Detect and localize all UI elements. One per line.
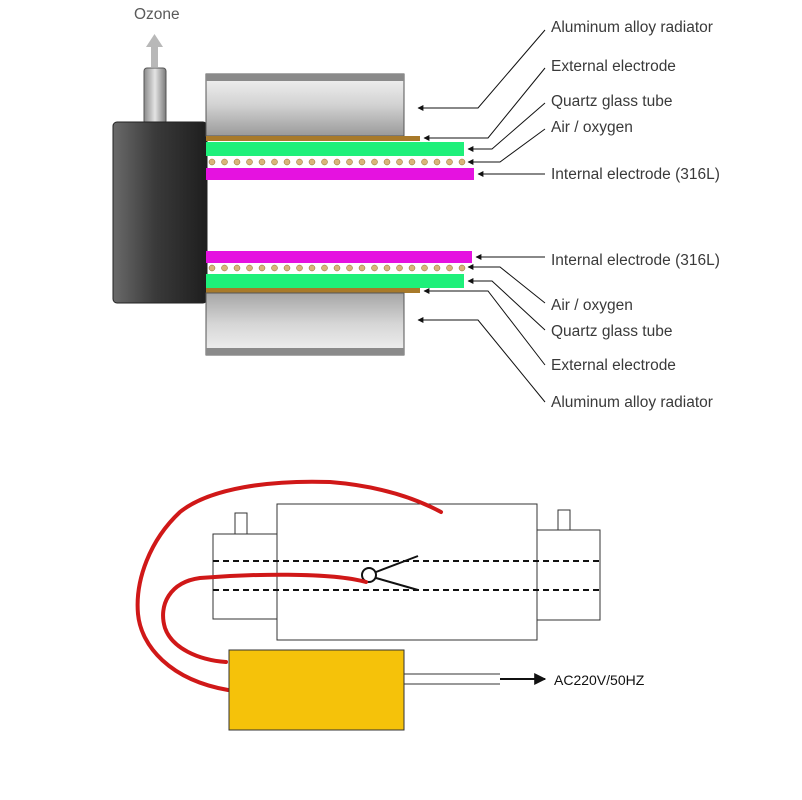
label-quartz-tube-upper: Quartz glass tube bbox=[551, 93, 672, 110]
lower-aluminum-radiator bbox=[205, 292, 405, 356]
air-gap-bead bbox=[346, 158, 353, 166]
air-gap-bead bbox=[446, 264, 453, 272]
air-gap-bead bbox=[396, 264, 403, 272]
air-gap-bead bbox=[396, 158, 403, 166]
inner-red-wire bbox=[161, 572, 368, 664]
upper-internal-electrode bbox=[206, 168, 474, 180]
air-gap-bead bbox=[208, 158, 216, 166]
air-gap-bead bbox=[433, 158, 441, 166]
lower-internal-electrode bbox=[206, 251, 472, 263]
upper-radiator-rim bbox=[206, 74, 404, 81]
air-gap-bead bbox=[458, 158, 466, 166]
air-gap-bead bbox=[258, 158, 266, 166]
air-gap-bead bbox=[321, 158, 328, 166]
top-cross-section: Ozone bbox=[112, 6, 720, 411]
leader-aluminum-lower bbox=[417, 317, 546, 403]
power-input-label: AC220V/50HZ bbox=[554, 672, 645, 688]
upper-external-electrode bbox=[206, 136, 420, 141]
tube-main-body bbox=[276, 503, 538, 641]
air-gap-bead bbox=[346, 264, 353, 272]
lower-air-gap-beads bbox=[208, 264, 466, 272]
ozone-arrow-shaft bbox=[151, 45, 158, 67]
upper-leader-lines bbox=[417, 29, 546, 177]
air-gap-bead bbox=[271, 264, 278, 272]
ozone-arrow-icon bbox=[146, 34, 163, 47]
bottom-wiring-diagram: AC220V/50HZ bbox=[135, 479, 645, 731]
leader-quartz-lower bbox=[467, 278, 546, 331]
lower-leader-lines bbox=[417, 254, 546, 403]
air-gap-bead bbox=[458, 264, 466, 272]
air-gap-bead bbox=[246, 264, 253, 272]
air-gap-bead bbox=[333, 264, 341, 272]
lower-external-electrode bbox=[206, 288, 420, 293]
air-gap-bead bbox=[233, 264, 241, 272]
leader-external-upper bbox=[423, 67, 546, 141]
high-voltage-wires bbox=[135, 479, 443, 692]
lower-radiator-rim bbox=[206, 348, 404, 355]
label-aluminum-radiator-lower: Aluminum alloy radiator bbox=[551, 394, 713, 411]
end-cap bbox=[112, 121, 208, 304]
air-gap-bead bbox=[283, 264, 291, 272]
air-gap-bead bbox=[246, 158, 253, 166]
air-gap-bead bbox=[408, 264, 416, 272]
air-gap-bead bbox=[358, 158, 366, 166]
label-internal-electrode-upper: Internal electrode (316L) bbox=[551, 166, 720, 183]
air-gap-bead bbox=[296, 158, 303, 166]
ozone-nozzle bbox=[143, 67, 167, 125]
air-gap-bead bbox=[283, 158, 291, 166]
air-gap-bead bbox=[408, 158, 416, 166]
air-gap-bead bbox=[296, 264, 303, 272]
ozone-outlet: Ozone bbox=[134, 6, 180, 125]
tube-left-nipple bbox=[234, 512, 248, 535]
label-air-oxygen-lower: Air / oxygen bbox=[551, 297, 633, 314]
air-gap-bead bbox=[308, 158, 316, 166]
air-gap-bead bbox=[433, 264, 441, 272]
air-gap-bead bbox=[371, 264, 378, 272]
outer-red-wire bbox=[135, 479, 443, 692]
air-gap-bead bbox=[371, 158, 378, 166]
label-internal-electrode-lower: Internal electrode (316L) bbox=[551, 252, 720, 269]
upper-quartz-tube bbox=[206, 142, 464, 156]
air-gap-bead bbox=[333, 158, 341, 166]
upper-air-gap-beads bbox=[208, 158, 466, 166]
air-gap-bead bbox=[271, 158, 278, 166]
air-gap-bead bbox=[233, 158, 241, 166]
air-gap-bead bbox=[446, 158, 453, 166]
air-gap-bead bbox=[421, 158, 428, 166]
upper-labels: Aluminum alloy radiator External electro… bbox=[551, 19, 720, 183]
air-gap-bead bbox=[383, 264, 391, 272]
power-supply-box bbox=[228, 649, 405, 731]
label-air-oxygen-upper: Air / oxygen bbox=[551, 119, 633, 136]
air-gap-bead bbox=[221, 158, 228, 166]
air-gap-bead bbox=[358, 264, 366, 272]
label-quartz-tube-lower: Quartz glass tube bbox=[551, 323, 672, 340]
lower-quartz-tube bbox=[206, 274, 464, 288]
leader-quartz-upper bbox=[467, 102, 546, 152]
air-gap-bead bbox=[308, 264, 316, 272]
air-gap-bead bbox=[421, 264, 428, 272]
air-gap-bead bbox=[321, 264, 328, 272]
air-gap-bead bbox=[208, 264, 216, 272]
air-gap-bead bbox=[383, 158, 391, 166]
label-external-electrode-upper: External electrode bbox=[551, 58, 676, 75]
ozone-label: Ozone bbox=[134, 6, 180, 23]
label-external-electrode-lower: External electrode bbox=[551, 357, 676, 374]
leader-air-upper bbox=[467, 128, 546, 165]
power-cord bbox=[404, 673, 500, 685]
tube-right-cap bbox=[536, 529, 601, 621]
leader-external-lower bbox=[423, 288, 546, 366]
lower-labels: Internal electrode (316L) Air / oxygen Q… bbox=[551, 252, 720, 411]
label-aluminum-radiator-upper: Aluminum alloy radiator bbox=[551, 19, 713, 36]
tube-right-nipple bbox=[557, 509, 571, 531]
upper-aluminum-radiator bbox=[205, 73, 405, 137]
leader-aluminum-upper bbox=[417, 29, 546, 111]
leader-air-lower bbox=[467, 264, 546, 304]
air-gap-bead bbox=[258, 264, 266, 272]
electrode-clip-icon bbox=[361, 555, 419, 591]
air-gap-bead bbox=[221, 264, 228, 272]
